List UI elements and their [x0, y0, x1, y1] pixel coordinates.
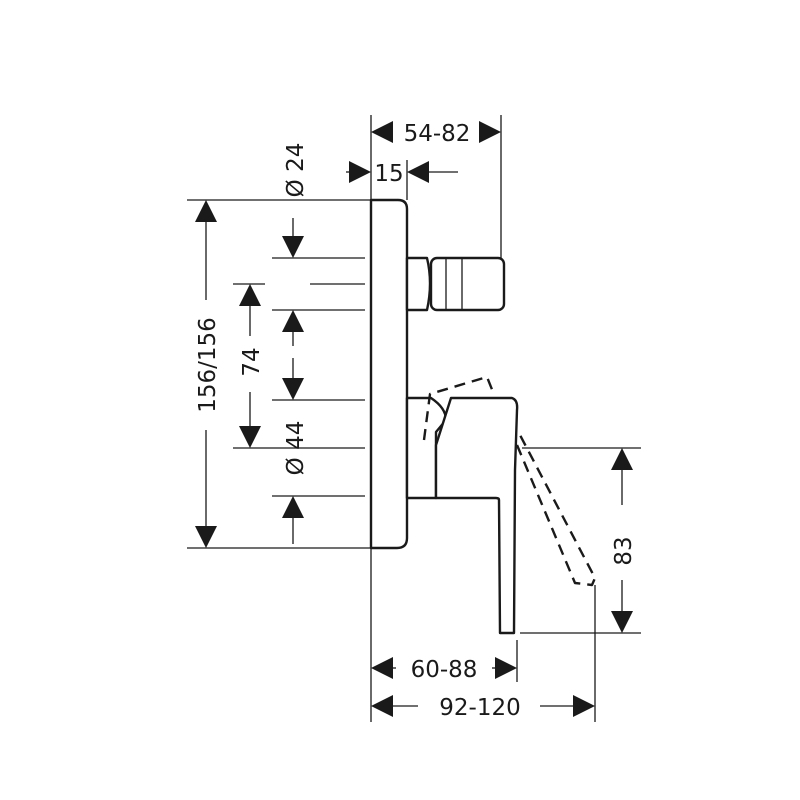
plate-height-label: 156/156 — [195, 317, 221, 413]
diverter-knob — [405, 256, 506, 312]
dimension-depth-range: 54-82 — [371, 121, 501, 147]
dimension-handle-diameter: Ø 44 — [282, 358, 309, 544]
dimension-plate-thickness: 15 — [346, 161, 458, 187]
depth-range-label: 54-82 — [404, 121, 471, 147]
dimension-plate-height: 156/156 — [195, 200, 221, 548]
dimension-axis-spacing: 74 — [239, 284, 265, 448]
spout-diameter-label: Ø 24 — [283, 143, 309, 198]
dimension-spout-diameter: Ø 24 — [282, 143, 309, 346]
mixer-body — [369, 198, 597, 635]
axis-spacing-label: 74 — [239, 347, 265, 376]
handle-drop-label: 83 — [611, 536, 637, 565]
dimension-total-depth-range: 92-120 — [371, 695, 595, 721]
dimension-handle-depth-range: 60-88 — [371, 657, 517, 683]
handle-diameter-label: Ø 44 — [283, 421, 309, 476]
handle-alt-position-out — [515, 434, 597, 587]
extension-lines — [187, 115, 641, 722]
handle-depth-range-label: 60-88 — [411, 657, 478, 683]
dimension-handle-drop: 83 — [611, 448, 637, 633]
cover-plate — [369, 198, 409, 550]
handle-alt-position-up — [422, 375, 495, 441]
lever-handle — [405, 396, 519, 635]
plate-thickness-label: 15 — [374, 161, 403, 187]
total-depth-range-label: 92-120 — [439, 695, 520, 721]
